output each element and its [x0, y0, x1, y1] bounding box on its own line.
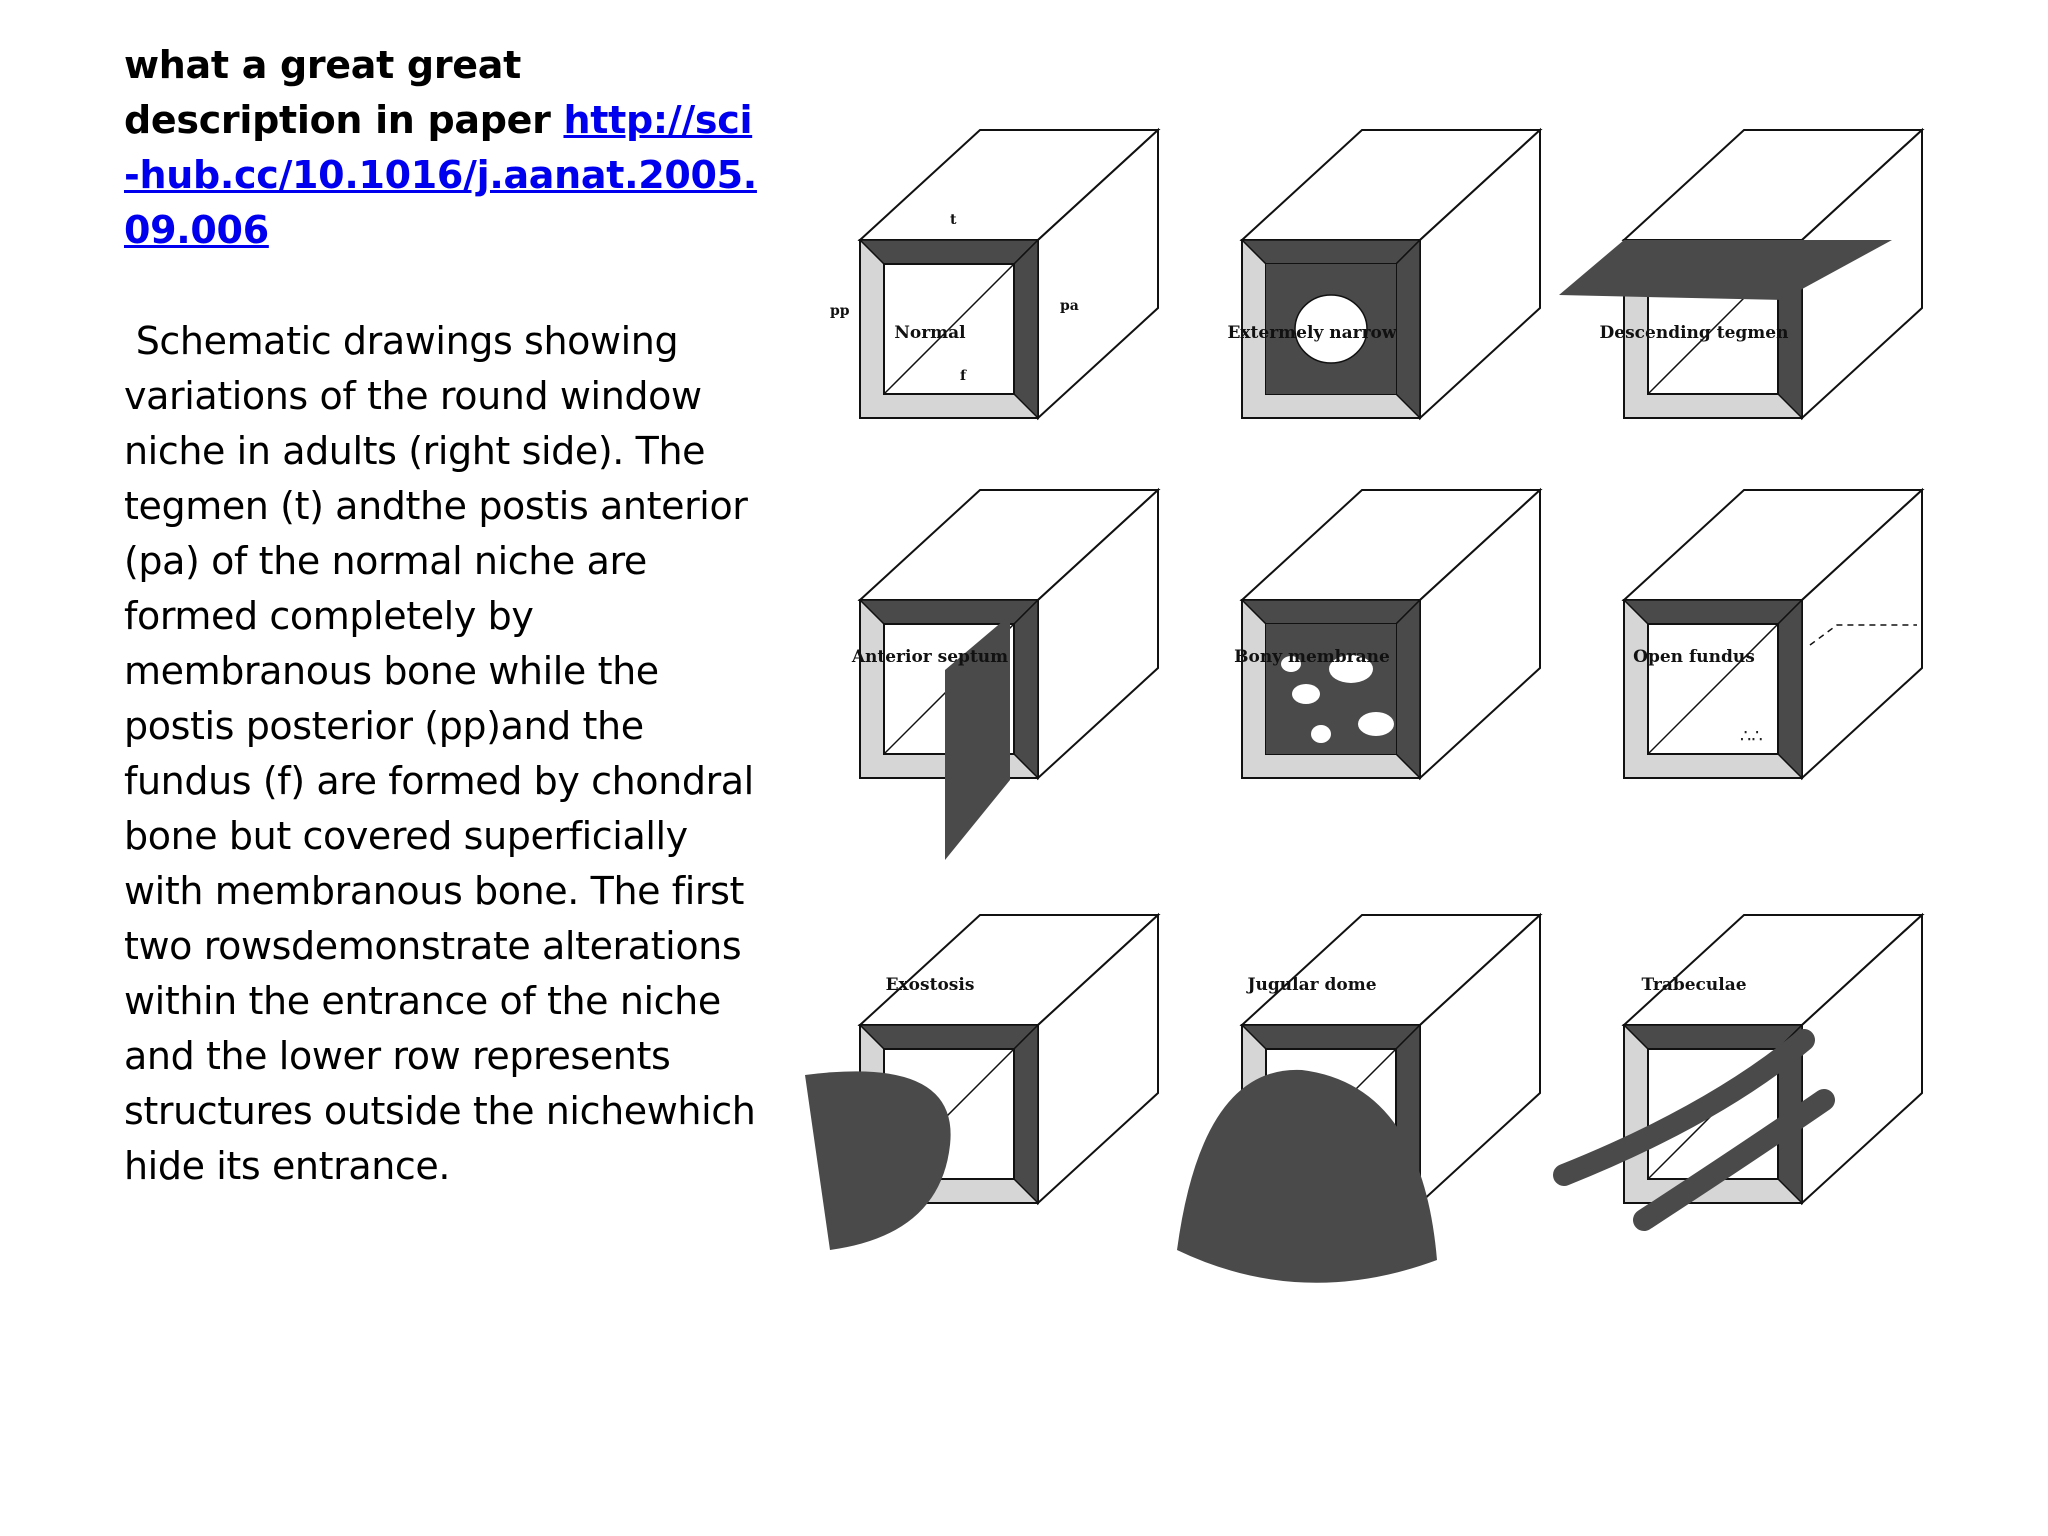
tegmen-wall — [858, 1024, 1040, 1050]
panel-trabeculae: Trabeculae — [1553, 912, 1925, 1231]
panel-caption: Extermely narrow — [1227, 323, 1396, 343]
tegmen-wall — [1240, 1024, 1422, 1050]
panel-bony-membrane: Bony membrane — [1234, 487, 1543, 781]
panel-open-fundus: ∴∴ Open fundus — [1621, 487, 1925, 781]
fundus-diagonal — [883, 263, 1015, 395]
postis-anterior-wall — [1013, 238, 1039, 420]
descending-tegmen-shape — [1559, 240, 1892, 300]
panel-jugular-dome: Jugular dome — [1177, 912, 1543, 1283]
anterior-septum-shape — [945, 615, 1010, 860]
trabecula — [1553, 1029, 1815, 1186]
postis-anterior-wall — [1395, 598, 1421, 780]
panel-caption: Descending tegmen — [1600, 323, 1789, 343]
part-label: pa — [1060, 298, 1079, 314]
text-column: what a great great description in paper … — [124, 38, 764, 1194]
open-fundus-hatch: ∴∴ — [1740, 726, 1763, 747]
tegmen-wall — [858, 599, 1040, 625]
tegmen-wall — [1240, 599, 1422, 625]
panel-caption: Trabeculae — [1641, 975, 1746, 995]
panel-caption: Anterior septum — [851, 647, 1008, 667]
panel-caption: Bony membrane — [1234, 647, 1390, 667]
postis-anterior-wall — [1013, 1023, 1039, 1205]
membrane-hole — [1292, 684, 1320, 704]
membrane-hole — [1329, 655, 1373, 683]
schematic-svg: Normal Extermely narrow Descending tegmenA… — [805, 127, 1925, 1283]
heading: what a great great description in paper … — [124, 38, 764, 258]
jugular-dome-shape — [1177, 1069, 1437, 1283]
postis-anterior-wall — [1395, 238, 1421, 420]
membrane-hole — [1358, 712, 1394, 736]
postis-anterior-wall — [1777, 598, 1803, 780]
open-fundus-dash — [1809, 624, 1917, 646]
part-label: t — [950, 212, 957, 228]
tegmen-wall — [858, 239, 1040, 265]
membrane-hole — [1311, 725, 1331, 743]
panel-caption: Open fundus — [1633, 647, 1755, 667]
panel-caption: Exostosis — [886, 975, 975, 995]
fundus-diagonal — [1647, 623, 1779, 755]
figure-description: Schematic drawings showing variations of… — [124, 319, 768, 1188]
tegmen-wall — [1240, 239, 1422, 265]
paper-link[interactable]: http://sci-hub.cc/10.1016/j.aanat.2005.0… — [124, 98, 757, 252]
panel-anterior-septum: Anterior septum — [851, 487, 1161, 860]
trabecula — [1633, 1089, 1835, 1231]
tegmen-wall — [1622, 1024, 1804, 1050]
panel-caption: Normal — [894, 323, 966, 343]
part-label: f — [960, 368, 967, 384]
membrane-hole — [1281, 656, 1301, 672]
panel-caption: Jugular dome — [1245, 975, 1376, 995]
exostosis-shape — [805, 1071, 951, 1250]
narrow-opening — [1294, 294, 1368, 364]
heading-text: what a great great description in paper — [124, 43, 564, 142]
tegmen-wall — [1622, 599, 1804, 625]
part-label: pp — [830, 303, 850, 319]
panel-exostosis: Exostosis — [805, 912, 1161, 1250]
panel-descending-tegmen: Descending tegmen — [1559, 127, 1925, 421]
panel-extermely-narrow: Extermely narrow — [1227, 127, 1543, 421]
panel-normal: Normal — [857, 127, 1161, 421]
postis-anterior-wall — [1013, 598, 1039, 780]
